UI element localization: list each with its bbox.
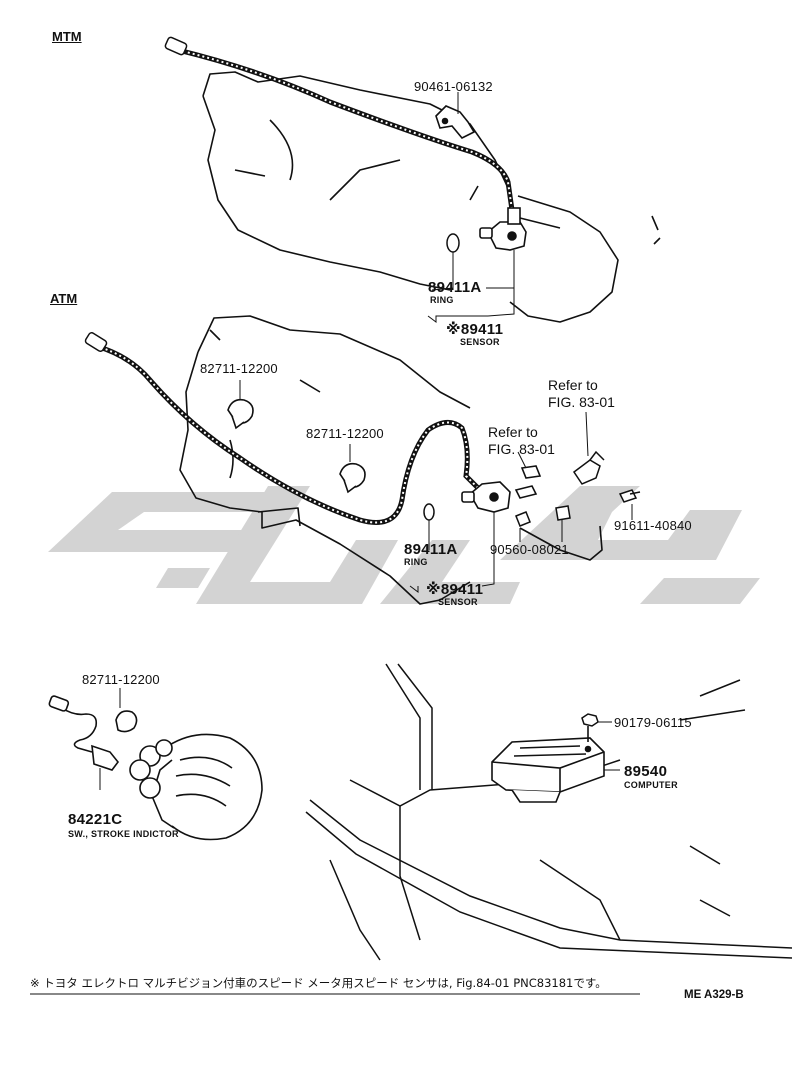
mtm-speedometer-cable — [177, 47, 515, 211]
atm-cable-end-connector — [84, 331, 108, 353]
atm-clamp-part-number-1: 82711-12200 — [200, 361, 278, 376]
mtm-bracket-part-number: 90461-06132 — [414, 79, 493, 94]
atm-leader-lines — [239, 380, 633, 593]
atm-ring-description: RING — [404, 557, 428, 567]
diagram-code: ME A329-B — [684, 989, 744, 1001]
mtm-ring-part-number: 89411A — [428, 279, 482, 296]
computer-part-number: 89540 — [624, 763, 668, 780]
footnote: ※ トヨタ エレクトロ マルチビジョン付車のスピード メータ用スピード センサは… — [30, 976, 607, 990]
mtm-ring-description: RING — [430, 295, 454, 305]
atm-ring-part-number: 89411A — [404, 541, 458, 558]
mtm-speed-sensor — [479, 207, 527, 251]
atm-refer-figure-mid: Refer to FIG. 83-01 — [488, 424, 555, 457]
switch-clamp-part-number: 82711-12200 — [82, 672, 160, 687]
atm-bushing-part-number: 90560-08021 — [490, 542, 569, 557]
atm-clamps — [227, 398, 366, 494]
atm-sensor-part-number: ※89411 — [426, 581, 484, 598]
computer-description: COMPUTER — [624, 780, 678, 790]
computer-unit — [491, 726, 605, 803]
brake-booster — [129, 733, 263, 841]
switch-description: SW., STROKE INDICTOR — [68, 829, 179, 839]
atm-speed-sensor — [461, 465, 542, 513]
mtm-leader-lines — [427, 92, 515, 323]
atm-refer-figure-top: Refer to FIG. 83-01 — [548, 377, 615, 410]
atm-clamp-part-number-2: 82711-12200 — [306, 426, 384, 441]
switch-leader-lines — [99, 688, 121, 790]
atm-bolt-part-number: 91611-40840 — [614, 518, 692, 533]
switch-wiring — [48, 695, 138, 771]
computer-leader-lines — [598, 721, 620, 771]
switch-part-number: 84221C — [68, 811, 123, 828]
mtm-o-ring — [446, 233, 460, 253]
computer-nut-part-number: 90179-06115 — [614, 715, 692, 730]
mtm-bracket — [435, 105, 476, 139]
watermark-logo — [48, 486, 760, 604]
section-label-atm: ATM — [50, 291, 78, 306]
mtm-sensor-description: SENSOR — [460, 337, 500, 347]
atm-sensor-description: SENSOR — [438, 597, 478, 607]
atm-transmission-outline — [179, 315, 603, 605]
atm-o-ring — [423, 503, 435, 521]
nut-icon — [581, 713, 599, 727]
mtm-cable-end-connector — [164, 36, 188, 56]
mtm-transmission-outline — [202, 71, 661, 323]
atm-speedometer-cable — [95, 343, 480, 525]
mtm-sensor-part-number: ※89411 — [446, 321, 504, 338]
section-label-mtm: MTM — [52, 29, 82, 44]
atm-small-parts — [515, 450, 641, 527]
interior-dashboard — [305, 663, 792, 961]
